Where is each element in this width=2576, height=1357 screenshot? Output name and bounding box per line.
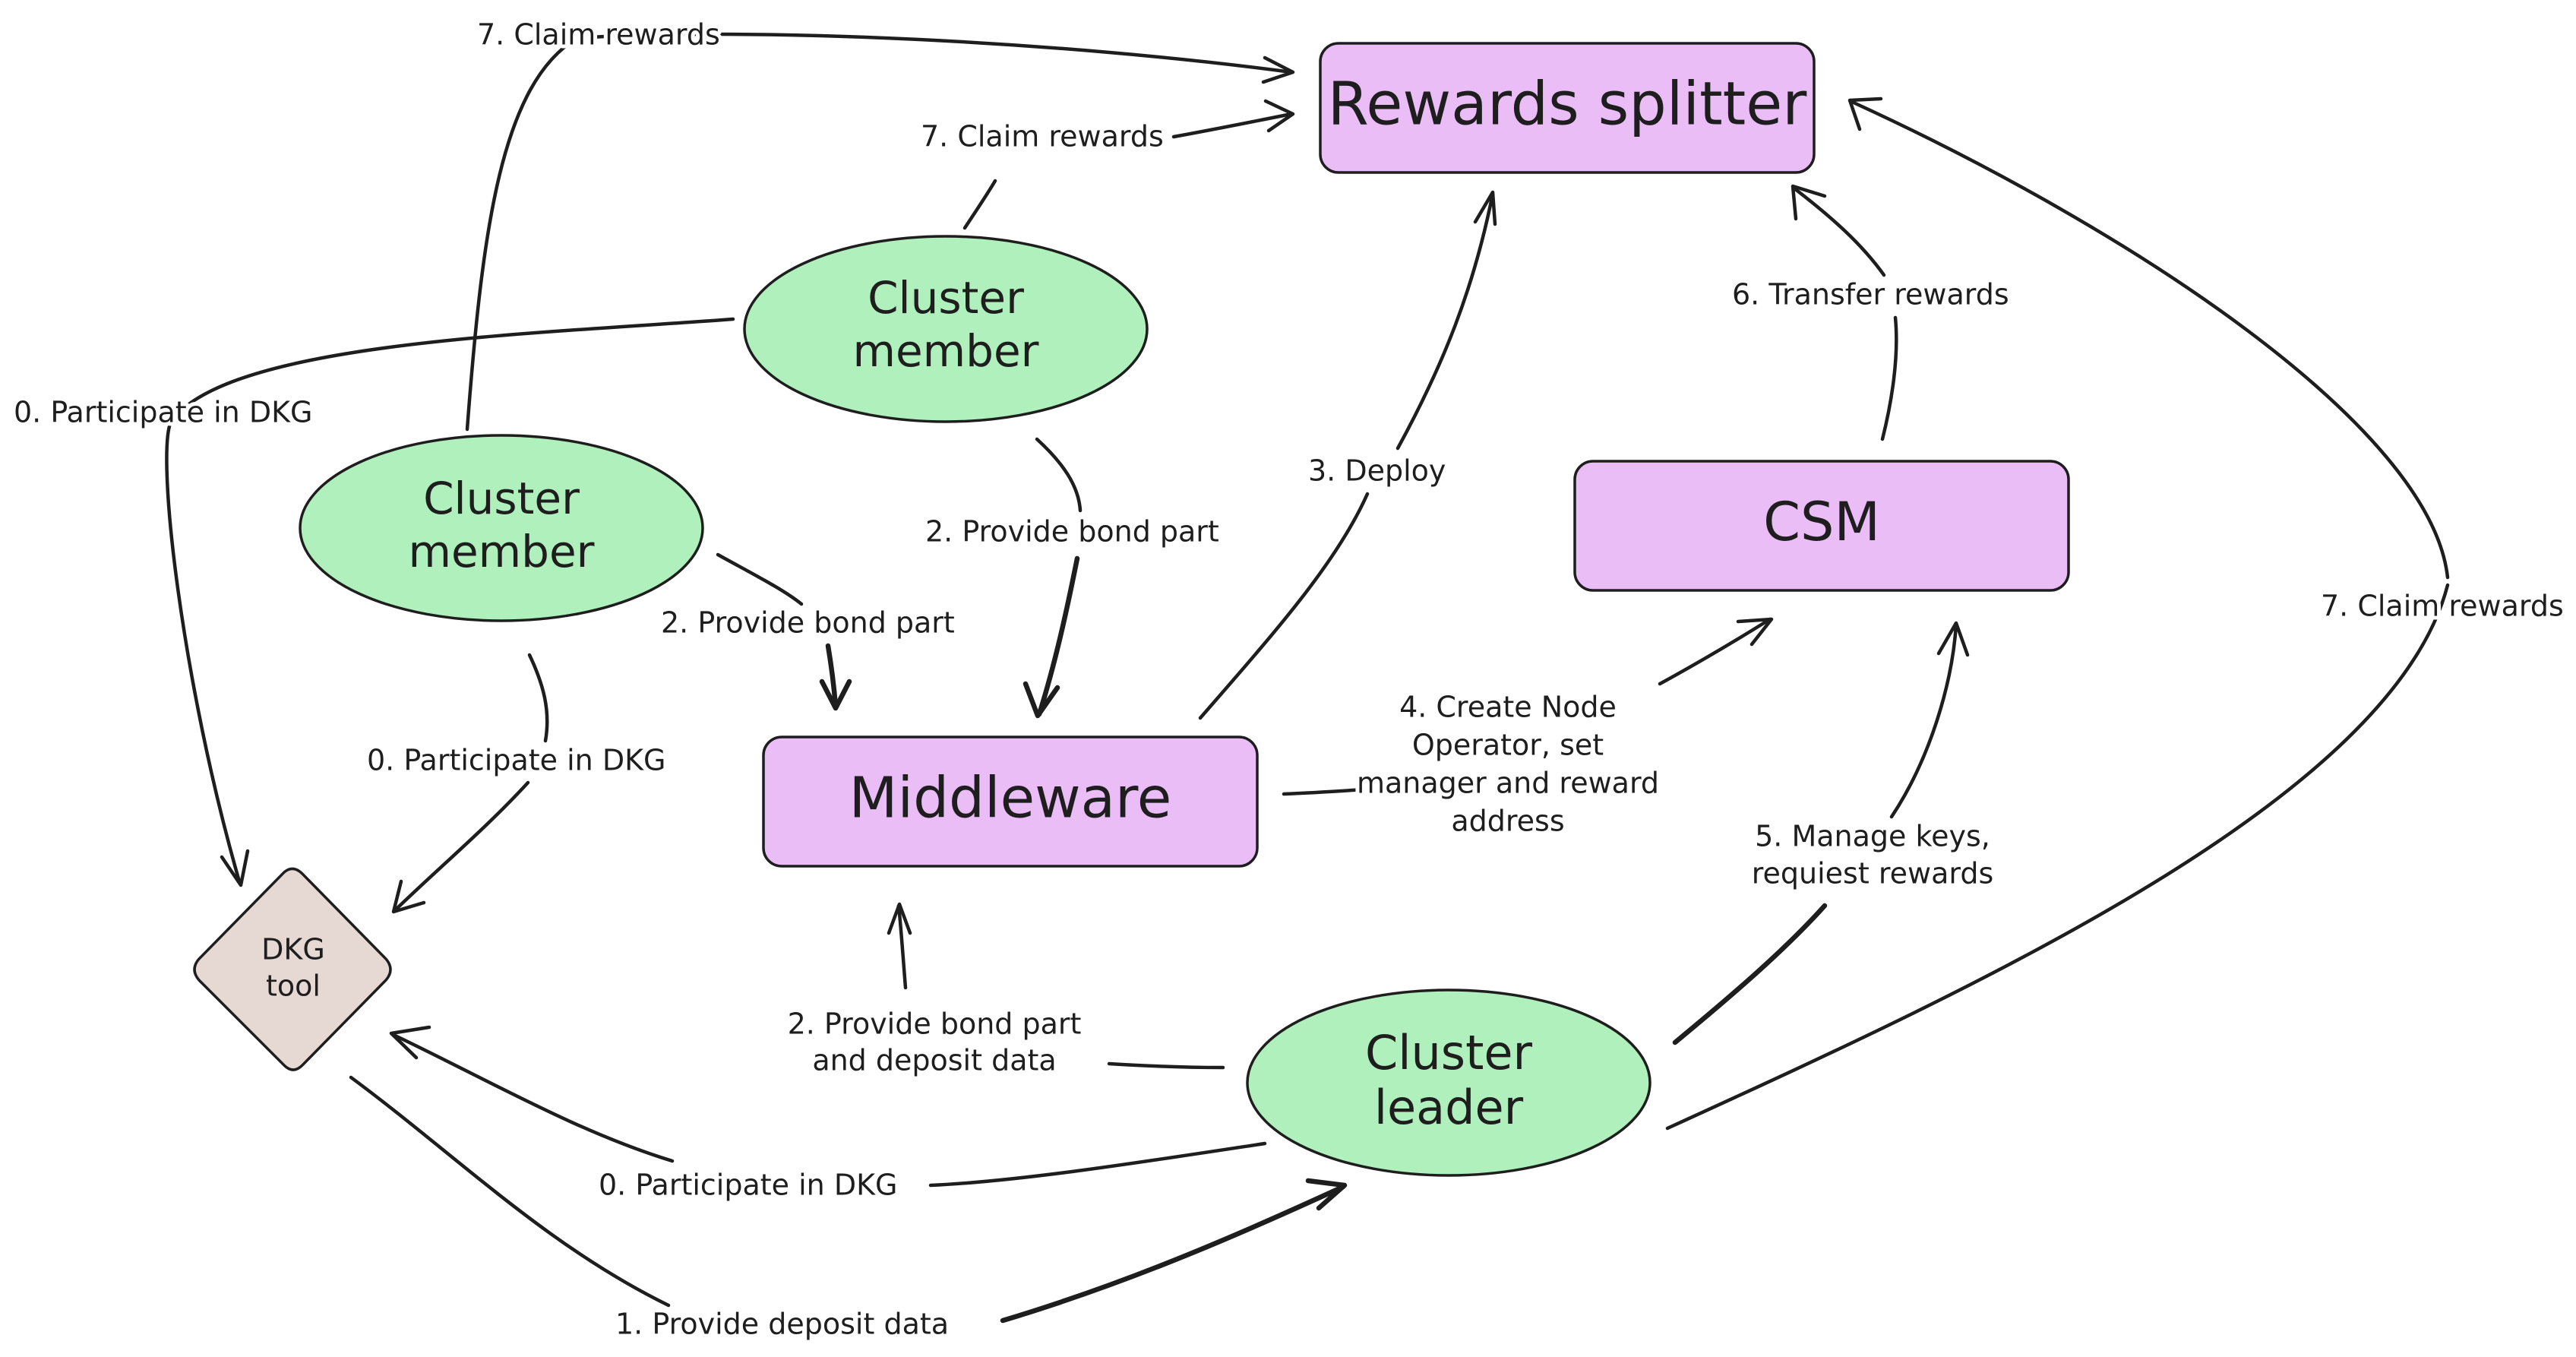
edge-line xyxy=(1036,555,1080,717)
node-shape xyxy=(1319,42,1816,174)
edge-provide-bond-leader: 2. Provide bond part and deposit data xyxy=(784,902,1225,1081)
node-dkg-tool[interactable]: DKG tool xyxy=(193,867,392,1071)
node-shape xyxy=(743,235,1149,423)
node-label: Middleware xyxy=(849,766,1172,831)
edge-deploy: 3. Deploy xyxy=(1198,190,1497,720)
edge-label: 2. Provide bond part xyxy=(925,515,1219,549)
node-label: member xyxy=(408,526,594,577)
arrowhead-icon xyxy=(1847,96,1883,131)
node-rewards-splitter[interactable]: Rewards splitter xyxy=(1319,42,1816,174)
edge-line xyxy=(1672,903,1828,1045)
edge-label: 2. Provide bond part xyxy=(661,606,955,640)
arrowhead-icon xyxy=(220,849,250,887)
edge-label: 2. Provide bond part xyxy=(788,1007,1082,1041)
edge-line xyxy=(391,1033,675,1163)
edge-line xyxy=(1035,437,1083,513)
arrowhead-icon xyxy=(389,1025,431,1060)
edge-line xyxy=(465,32,1294,432)
edge-line xyxy=(1889,622,1958,819)
arrowhead-icon xyxy=(1305,1178,1348,1211)
edge-label: 5. Manage keys, xyxy=(1755,820,1990,853)
edge-line xyxy=(1851,100,2450,580)
edge-provide-deposit-data: 1. Provide deposit data xyxy=(349,1075,1348,1345)
edge-line xyxy=(1665,583,2450,1131)
arrowhead-icon xyxy=(887,902,912,935)
edge-participate-dkg-top-member: 0. Participate in DKG xyxy=(10,317,735,887)
edge-line xyxy=(1395,191,1495,451)
arrowhead-icon xyxy=(1473,190,1497,226)
edge-line xyxy=(1880,315,1898,441)
node-label: Rewards splitter xyxy=(1328,70,1808,138)
edge-label: 1. Provide deposit data xyxy=(615,1308,949,1341)
node-middleware[interactable]: Middleware xyxy=(762,735,1259,868)
edge-line xyxy=(527,653,549,743)
edge-line xyxy=(1107,1061,1225,1070)
edge-line xyxy=(1198,492,1370,720)
arrowhead-icon xyxy=(391,879,426,914)
edge-manage-keys: 5. Manage keys, requiest rewards xyxy=(1672,621,1997,1045)
edge-line xyxy=(165,317,735,884)
node-label: CSM xyxy=(1763,491,1880,553)
edge-create-node-operator: 4. Create Node Operator, set manager and… xyxy=(1282,617,1774,842)
node-shape xyxy=(762,735,1259,868)
edge-label: address xyxy=(1451,805,1564,838)
edge-label: 0. Participate in DKG xyxy=(599,1169,897,1202)
arrowhead-icon xyxy=(1936,621,1970,657)
edge-line xyxy=(1171,112,1294,139)
node-shape xyxy=(1246,988,1651,1177)
node-label: Cluster xyxy=(423,473,580,524)
edge-transfer-rewards: 6. Transfer rewards xyxy=(1728,184,2013,441)
arrowhead-icon xyxy=(1261,55,1295,84)
edge-label: 7. Claim rewards xyxy=(2321,590,2564,623)
node-shape xyxy=(299,434,704,622)
edge-label: 7. Claim rewards xyxy=(921,120,1164,153)
node-cluster-member-left[interactable]: Cluster member xyxy=(299,434,704,622)
edge-line xyxy=(896,903,908,990)
node-label: tool xyxy=(266,970,321,1003)
arrowhead-icon xyxy=(1791,184,1827,221)
arrowhead-icon xyxy=(1022,681,1060,719)
edge-label: 3. Deploy xyxy=(1308,454,1446,488)
edge-label: 0. Participate in DKG xyxy=(14,396,312,429)
node-cluster-leader[interactable]: Cluster leader xyxy=(1246,988,1651,1177)
edge-claim-rewards-left-member: 7. Claim rewards xyxy=(465,14,1295,432)
edge-label: manager and reward xyxy=(1357,767,1659,800)
edge-line xyxy=(716,552,804,606)
arrowhead-icon xyxy=(819,678,852,711)
edge-line xyxy=(1282,786,1377,796)
edge-line xyxy=(1658,617,1772,686)
arrowhead-icon xyxy=(1736,617,1774,647)
edge-provide-bond-left-member: 2. Provide bond part xyxy=(657,552,959,711)
edge-participate-dkg-left-member: 0. Participate in DKG xyxy=(363,653,669,914)
edge-line xyxy=(1000,1184,1346,1324)
edge-label: and deposit data xyxy=(812,1044,1056,1077)
edge-line xyxy=(349,1075,671,1308)
edge-line xyxy=(825,643,839,710)
node-cluster-member-top[interactable]: Cluster member xyxy=(743,235,1149,423)
edge-line xyxy=(962,179,997,230)
node-shape xyxy=(1573,460,2070,592)
edge-line xyxy=(1792,186,1886,277)
node-csm[interactable]: CSM xyxy=(1573,460,2070,592)
edge-claim-rewards-top-member: 7. Claim rewards xyxy=(917,99,1295,230)
edge-provide-bond-top-member: 2. Provide bond part xyxy=(921,437,1223,719)
arrowhead-icon xyxy=(1263,99,1295,133)
node-shape xyxy=(193,867,392,1071)
edge-claim-rewards-leader: 7. Claim rewards xyxy=(1665,96,2568,1131)
edge-label: Operator, set xyxy=(1412,729,1604,762)
node-label: Cluster xyxy=(868,272,1024,324)
edge-label: 6. Transfer rewards xyxy=(1732,278,2009,312)
node-label: DKG xyxy=(261,933,325,966)
node-label: member xyxy=(852,325,1038,377)
edge-label: 7. Claim rewards xyxy=(477,18,720,52)
edge-participate-dkg-leader: 0. Participate in DKG xyxy=(389,1025,1267,1206)
edge-line xyxy=(393,780,530,913)
edge-label: 4. Create Node xyxy=(1399,691,1617,724)
edge-label: requiest rewards xyxy=(1752,857,1994,890)
edge-label: 0. Participate in DKG xyxy=(367,744,665,777)
node-label: Cluster xyxy=(1365,1025,1533,1080)
edge-line xyxy=(928,1141,1267,1188)
node-label: leader xyxy=(1374,1080,1524,1135)
